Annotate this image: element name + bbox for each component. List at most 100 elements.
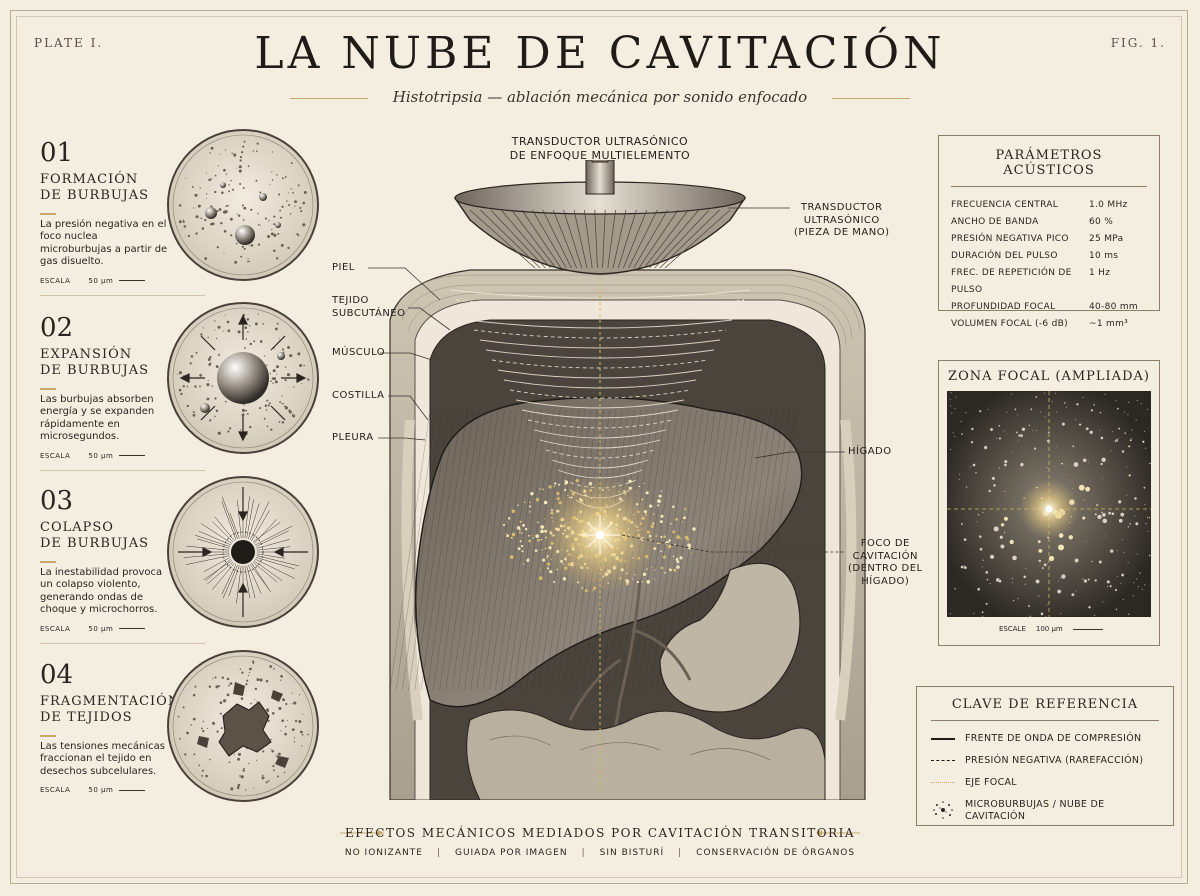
label-line: SUBCUTÁNEO: [332, 307, 406, 319]
key-item-focal-axis: EJE FOCAL: [931, 777, 1159, 788]
parameter-name: VOLUMEN FOCAL (-6 dB): [951, 319, 1068, 329]
key-label: MICROBURBUJAS / NUBE DE CAVITACIÓN: [965, 799, 1105, 822]
collapse-core: [231, 540, 255, 564]
label-line: (PIEZA DE MANO): [794, 227, 890, 238]
parameter-value: 1.0 MHz: [1089, 200, 1128, 210]
stage-divider: [40, 295, 205, 296]
scale-bar: [119, 789, 146, 791]
plate-number: PLATE I.: [34, 36, 104, 50]
scale-value: 50 µm: [88, 276, 114, 285]
dashed-line-icon: [931, 760, 955, 761]
stage-divider: [40, 470, 205, 471]
label-line: (DENTRO DEL: [848, 563, 923, 574]
scale-value: 50 µm: [88, 786, 114, 794]
rib: [401, 419, 423, 721]
stage-04-illustration: [167, 650, 319, 802]
footer-rules: [340, 830, 860, 836]
label-higado: HÍGADO: [848, 446, 892, 457]
parameter-row: FRECUENCIA CENTRAL 1.0 MHz: [951, 197, 1147, 214]
stage-number: 02: [40, 313, 74, 343]
tissue-layer-lines: [394, 274, 861, 346]
stage-tick: [40, 387, 56, 390]
scale-label: ESCALA: [40, 786, 71, 794]
parameter-name: ANCHO DE BANDA: [951, 217, 1039, 227]
dotted-line-icon: [931, 782, 955, 783]
stage-description: La presión negativa en el foco nuclea mi…: [40, 218, 168, 268]
label-musculo: MÚSCULO: [332, 347, 386, 358]
label-line: HÍGADO): [861, 575, 910, 587]
stage-description: Las burbujas absorben energía y se expan…: [40, 393, 155, 443]
footer-tag: NO IONIZANTE: [344, 848, 423, 858]
label-line: TRANSDUCTOR ULTRASÓNICO: [511, 135, 689, 148]
expansion-arrows: [179, 314, 307, 442]
figure-number: FIG. 1.: [1110, 36, 1166, 50]
footer-tags: NO IONIZANTE|GUIADA POR IMAGEN|SIN BISTU…: [344, 848, 856, 858]
footer-tag: CONSERVACIÓN DE ÓRGANOS: [696, 848, 856, 858]
stage-number: 01: [40, 138, 74, 168]
outer-frame: [10, 10, 1188, 884]
focal-zone-image: [947, 391, 1151, 617]
stage-title-line2: DE BURBUJAS: [40, 536, 150, 552]
stage-number: 04: [40, 660, 74, 690]
stage-tick: [40, 560, 56, 563]
transducer-connector: [585, 160, 615, 195]
bubble-cloud-icon: [933, 801, 953, 819]
parameter-value: ~1 mm³: [1089, 319, 1129, 329]
focal-zone-bubbles: [949, 392, 1151, 617]
tissue-fragment: [218, 701, 272, 757]
scale-label: ESCALA: [40, 451, 71, 460]
key-label: PRESIÓN NEGATIVA (RAREFACCIÓN): [965, 755, 1144, 766]
inner-frame: [16, 16, 1182, 878]
parameter-name: PRESIÓN NEGATIVA PICO: [951, 234, 1069, 244]
label-costilla: COSTILLA: [332, 390, 385, 401]
scale-bar: [1072, 628, 1103, 630]
parameter-name: DURACIÓN DEL PULSO: [951, 251, 1058, 261]
label-line: TRANSDUCTOR: [800, 202, 883, 213]
parameter-name: FREC. DE REPETICIÓN DE PULSO: [951, 268, 1072, 295]
scale-bar: [119, 280, 146, 281]
label-line: ULTRASÓNICO: [803, 214, 880, 226]
shockwave-rays: [183, 496, 300, 611]
scale-label: ESCALA: [40, 624, 71, 633]
stage-01-illustration: [167, 129, 319, 281]
solid-line-icon: [931, 737, 955, 740]
page-subtitle: Histotripsia — ablación mecánica por son…: [392, 88, 808, 106]
scale-label: ESCALE: [999, 625, 1026, 633]
page-title: LA NUBE DE CAVITACIÓN: [254, 28, 946, 79]
stage-title-line2: DE BURBUJAS: [40, 188, 150, 204]
stomach: [659, 562, 801, 713]
label-line: TEJIDO: [332, 295, 369, 306]
stage-title-line2: DE BURBUJAS: [40, 363, 150, 379]
stage-title-line1: FORMACIÓN: [40, 172, 139, 187]
focal-zone-title: ZONA FOCAL (AMPLIADA): [948, 369, 1150, 384]
label-line: CAVITACIÓN: [852, 550, 918, 562]
parameter-name: FRECUENCIA CENTRAL: [951, 200, 1059, 210]
parameter-value: 60 %: [1089, 217, 1114, 227]
key-item-rarefaction: PRESIÓN NEGATIVA (RAREFACCIÓN): [931, 755, 1159, 766]
transducer-elements: [469, 209, 731, 269]
subtitle-rule-right: [832, 98, 910, 99]
parameter-value: 10 ms: [1089, 251, 1119, 261]
scale-bar: [119, 628, 146, 629]
parameter-value: 25 MPa: [1089, 234, 1124, 244]
intestines: [466, 709, 826, 800]
label-piel: PIEL: [332, 262, 355, 273]
reference-key-panel: CLAVE DE REFERENCIA FRENTE DE ONDA DE CO…: [916, 686, 1174, 826]
stage-description: Las tensiones mecánicas fraccionan el te…: [40, 740, 165, 777]
key-label: EJE FOCAL: [965, 777, 1017, 788]
